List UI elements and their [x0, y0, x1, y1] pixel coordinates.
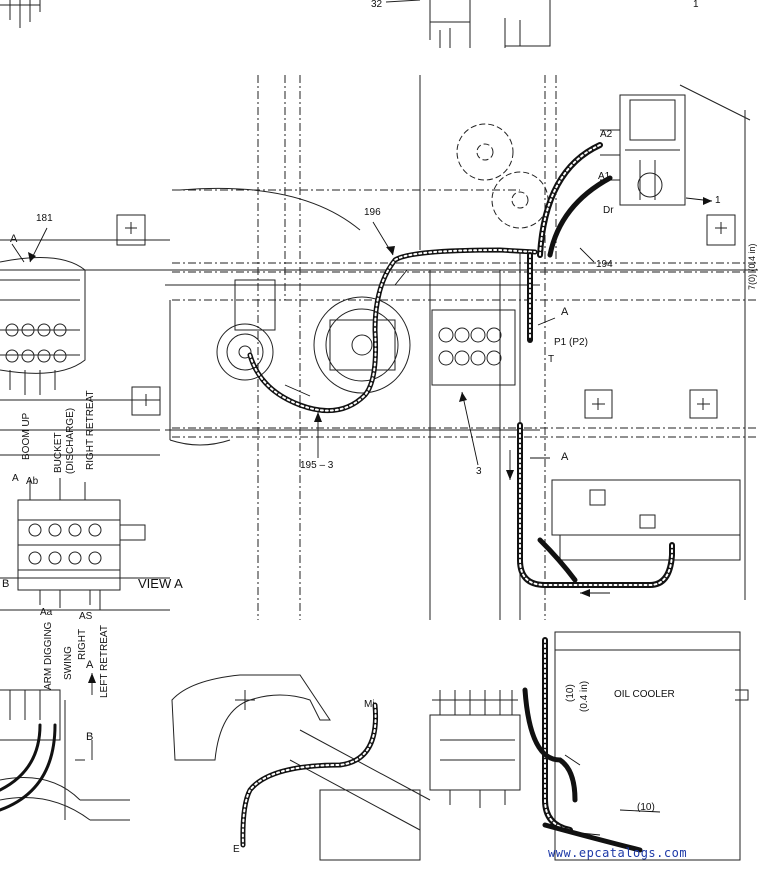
main-pump: [600, 94, 686, 206]
label-195-3: 195 – 3: [300, 460, 334, 471]
label-a-valve: A: [12, 473, 19, 484]
label-b-arrow: B: [86, 731, 94, 743]
hose-cooler-a: [542, 637, 573, 833]
hose-tank: [537, 537, 578, 583]
label-left-retreat: LEFT RETREAT: [99, 625, 110, 698]
label-ab: Ab: [26, 476, 39, 487]
label-arm-digging: ARM DIGGING: [43, 621, 54, 690]
hose-195-3: [247, 247, 538, 414]
hydraulic-tank: [551, 479, 741, 561]
label-view-a: VIEW A: [138, 576, 183, 591]
label-a-mid: A: [561, 306, 569, 318]
label-1-top: 1: [693, 0, 699, 10]
leader-lines: [11, 197, 713, 836]
control-valve-small: [17, 478, 146, 610]
hoses: [0, 142, 675, 853]
swivel-joint-left: [216, 279, 276, 381]
label-dim-side: 7(0) (0.4 in): [747, 243, 757, 290]
bottom-boom-foot: [171, 674, 431, 861]
engine-block: [431, 309, 516, 386]
frame-lines: [0, 75, 758, 620]
circles-upper: [456, 123, 549, 229]
label-discharge: (DISCHARGE): [65, 407, 76, 474]
top-center-fragment: [385, 0, 551, 48]
hose-cooler-c: [542, 822, 643, 853]
hose-pump-a2: [537, 142, 603, 258]
label-b-valve: B: [2, 578, 10, 590]
label-dr: Dr: [603, 205, 614, 216]
label-3: 3: [476, 466, 482, 477]
bottom-control-valve: [429, 690, 521, 808]
label-e: E: [233, 844, 240, 855]
label-dim-10-b: (10): [637, 802, 655, 813]
bottom-left-valve: [0, 689, 130, 821]
hose-bottom-left: [240, 702, 379, 848]
label-p1-p2: P1 (P2): [554, 337, 588, 348]
control-valve-view-a: [0, 257, 86, 395]
swivel-joint-center: [313, 296, 411, 394]
oil-cooler-box: [554, 631, 749, 861]
label-bucket: BUCKET: [53, 432, 64, 473]
label-a2: A2: [600, 129, 613, 140]
label-boom-up: BOOM UP: [21, 412, 32, 460]
label-oil-cooler: OIL COOLER: [614, 689, 675, 700]
watermark-text: www.epcatalogs.com: [548, 846, 688, 860]
label-1-pump: 1: [715, 195, 721, 206]
label-194: 194: [596, 259, 613, 270]
label-196: 196: [364, 207, 381, 218]
label-32: 32: [371, 0, 383, 10]
hose-left-valve: [0, 723, 57, 812]
top-left-fragment: [0, 0, 41, 28]
label-a-low: A: [561, 451, 569, 463]
mounting-brackets: [116, 214, 736, 419]
label-dim-04: (0.4 in): [579, 680, 590, 712]
label-aa: Aa: [40, 607, 53, 618]
label-a1: A1: [598, 171, 611, 182]
hose-cooler-b: [522, 687, 578, 803]
hose-pump-a1: [547, 175, 613, 258]
label-right-retreat: RIGHT RETREAT: [85, 390, 96, 470]
label-dim-10-a: (10): [565, 684, 576, 702]
label-as: AS: [79, 611, 93, 622]
label-a-left: A: [10, 233, 18, 245]
flow-arrows: [28, 197, 712, 683]
label-t: T: [548, 354, 555, 365]
label-swing: SWING: [63, 646, 74, 680]
label-mi: Mi: [364, 699, 375, 710]
label-a-arrow: A: [86, 659, 94, 671]
frame-grid: [172, 75, 758, 620]
label-181: 181: [36, 213, 53, 224]
label-right: RIGHT: [77, 628, 88, 660]
